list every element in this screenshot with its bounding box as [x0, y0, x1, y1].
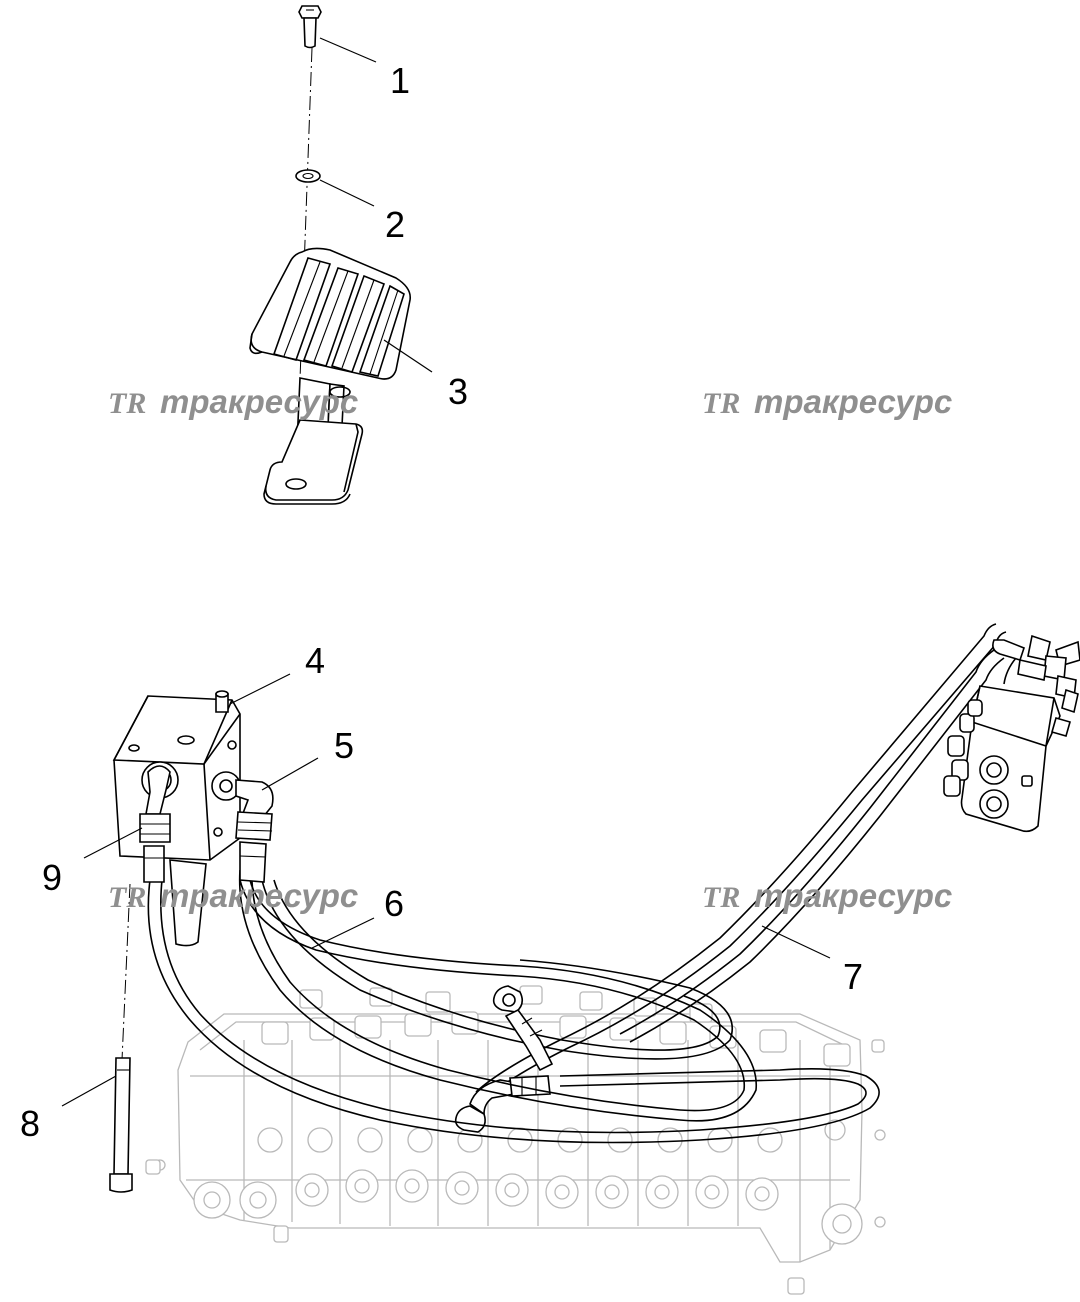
watermark-text: тракресурс	[160, 383, 358, 420]
leader-4	[229, 673, 291, 705]
callout-6: 6	[384, 883, 404, 924]
leader-3	[383, 339, 433, 373]
watermark-logo: TR	[108, 387, 146, 420]
hose-part-6	[147, 869, 880, 1144]
leader-7	[761, 925, 831, 959]
watermark-bottom-right: TR тракресурс	[702, 877, 952, 914]
watermark-logo: TR	[702, 387, 740, 420]
callout-labels: 1 2 3 4 5 6 7 8 9	[20, 60, 863, 1144]
valve-mounting-feet	[145, 1039, 885, 1295]
callout-7: 7	[843, 956, 863, 997]
bolt-part-8	[109, 883, 133, 1193]
callout-2: 2	[385, 204, 405, 245]
watermark-top-left: TR тракресурс	[108, 383, 358, 420]
callout-1: 1	[390, 60, 410, 101]
watermark-top-right: TR тракресурс	[702, 383, 952, 420]
washer-part-2	[295, 169, 321, 183]
valve-bottom-ports	[154, 1129, 886, 1245]
callout-4: 4	[305, 640, 325, 681]
watermark-bottom-left: TR тракресурс	[108, 877, 358, 914]
leader-6	[311, 917, 375, 949]
callout-8: 8	[20, 1103, 40, 1144]
fitting-part-5	[235, 779, 274, 883]
leader-9	[83, 827, 143, 859]
plug-part-4	[215, 690, 229, 713]
valve-body-ports	[257, 1119, 846, 1153]
leader-1	[319, 37, 377, 63]
leader-5	[261, 757, 319, 791]
watermark-text: тракресурс	[160, 877, 358, 914]
pedal-part-3	[249, 247, 412, 505]
callout-5: 5	[334, 725, 354, 766]
leader-2	[319, 179, 375, 207]
watermark-text: тракресурс	[754, 383, 952, 420]
bolt-part-1	[298, 5, 322, 49]
valve-sections	[243, 1040, 739, 1226]
fitting-part-9	[139, 765, 171, 883]
pedal-assembly	[249, 5, 433, 505]
watermark-logo: TR	[702, 881, 740, 914]
callout-9: 9	[42, 857, 62, 898]
right-valve-block	[943, 634, 1080, 833]
watermark-text: тракресурс	[754, 877, 952, 914]
callout-3: 3	[448, 371, 468, 412]
control-valve-bank-ghost	[145, 985, 886, 1295]
leader-8	[61, 1075, 117, 1107]
bolt-8-axis-line	[121, 883, 131, 1061]
watermark-logo: TR	[108, 881, 146, 914]
